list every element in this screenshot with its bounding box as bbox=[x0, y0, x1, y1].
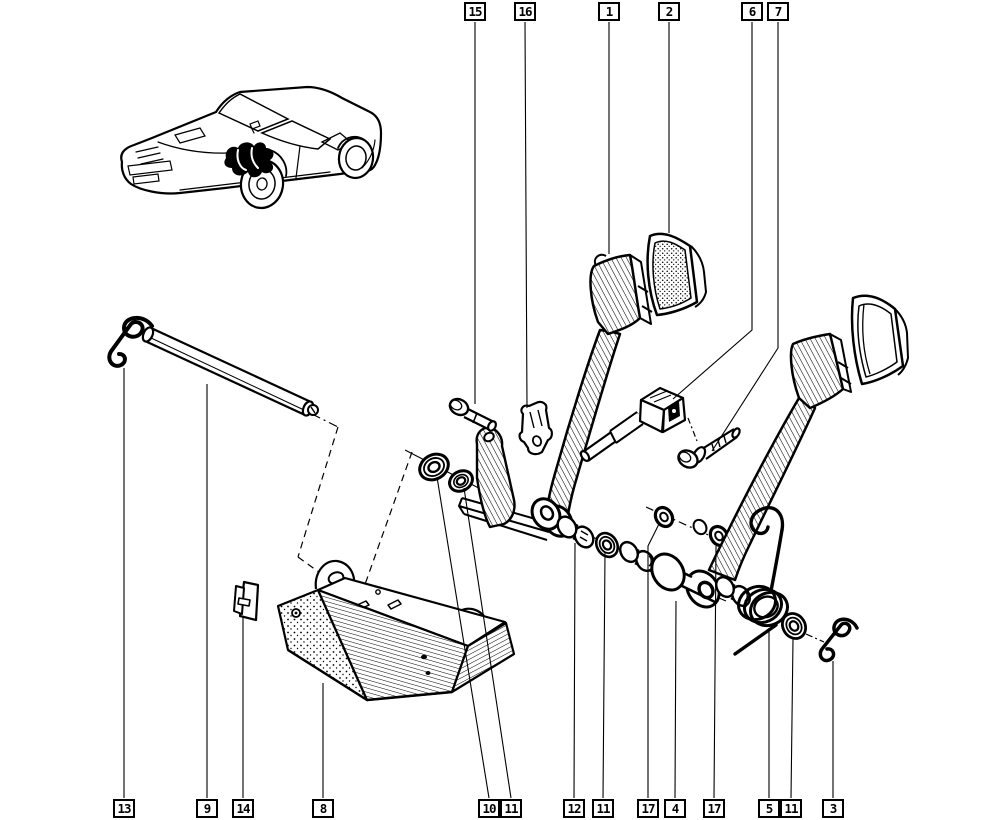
part-pedal-pad-2 bbox=[646, 232, 707, 317]
callout-7: 7 bbox=[767, 2, 789, 21]
part-hairpin-clip-13 bbox=[107, 316, 154, 368]
car-illustration bbox=[120, 85, 383, 210]
callout-6: 6 bbox=[741, 2, 763, 21]
callout-16: 16 bbox=[514, 2, 536, 21]
callout-9: 9 bbox=[196, 799, 218, 818]
part-washer-11-c bbox=[781, 612, 807, 640]
callout-17-1: 17 bbox=[637, 799, 659, 818]
part-bushing-12 bbox=[556, 515, 595, 549]
callout-1: 1 bbox=[598, 2, 620, 21]
part-pedal-bracket-8 bbox=[276, 559, 516, 702]
part-bolt-7 bbox=[677, 427, 741, 469]
callout-14: 14 bbox=[232, 799, 254, 818]
callout-13: 13 bbox=[113, 799, 135, 818]
part-washer-10 bbox=[418, 452, 450, 482]
part-brake-pedal-pad bbox=[850, 294, 909, 386]
callout-10: 10 bbox=[478, 799, 500, 818]
part-clip-14 bbox=[233, 580, 260, 622]
part-brake-pedal-4 bbox=[650, 332, 852, 609]
part-shaft-9 bbox=[141, 326, 319, 417]
callout-12: 12 bbox=[563, 799, 585, 818]
part-washer-17-a bbox=[653, 505, 675, 529]
part-adjuster-rod-6 bbox=[579, 386, 687, 462]
callout-2: 2 bbox=[658, 2, 680, 21]
part-torsion-spring-5 bbox=[733, 505, 789, 656]
callout-5: 5 bbox=[758, 799, 780, 818]
pedal-location-highlight bbox=[224, 142, 274, 178]
part-clutch-pedal-1 bbox=[530, 253, 653, 538]
leader-lines bbox=[123, 21, 834, 799]
part-washer-11-b bbox=[594, 531, 620, 559]
part-washer-11-a bbox=[448, 469, 474, 493]
part-clamp-16 bbox=[518, 400, 553, 456]
callout-8: 8 bbox=[312, 799, 334, 818]
callout-15: 15 bbox=[464, 2, 486, 21]
callout-11-3: 11 bbox=[780, 799, 802, 818]
callout-3: 3 bbox=[822, 799, 844, 818]
part-bushing-plain bbox=[619, 540, 655, 573]
callout-4: 4 bbox=[664, 799, 686, 818]
callout-17-2: 17 bbox=[703, 799, 725, 818]
part-hairpin-clip-3 bbox=[818, 617, 859, 663]
callout-11-2: 11 bbox=[592, 799, 614, 818]
part-bolt-15 bbox=[448, 397, 497, 432]
callout-11-1: 11 bbox=[500, 799, 522, 818]
